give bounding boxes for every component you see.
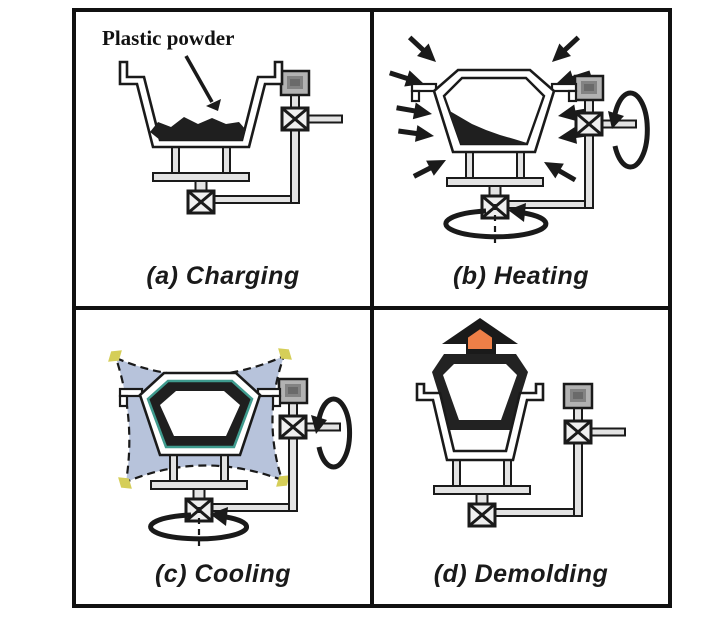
spindle-rotation-arrow-icon — [148, 507, 250, 549]
mold-stand — [153, 147, 299, 213]
panel-b-caption: (b) Heating — [452, 262, 590, 290]
plastic-powder-heap — [448, 110, 527, 144]
open-mold — [415, 382, 545, 462]
eject-arrow-icon — [442, 318, 518, 356]
plastic-powder-heap — [150, 117, 246, 140]
swing-arm — [564, 384, 625, 516]
molded-part — [432, 354, 528, 430]
closed-mold — [410, 68, 578, 154]
spindle-rotation-arrow-icon — [443, 203, 549, 246]
arm-rotation-arrow-icon — [608, 90, 650, 170]
mold-stand — [434, 460, 580, 526]
closed-mold-with-part — [118, 371, 282, 457]
panel-a-caption: (a) Charging — [146, 262, 300, 290]
panel-d-caption: (d) Demolding — [433, 560, 609, 588]
pointer-arrow-icon — [184, 55, 221, 111]
swing-arm — [281, 71, 342, 203]
part-cavity — [160, 391, 240, 436]
arm-rotation-arrow-icon — [311, 396, 353, 470]
panel-cooling: (c) Cooling — [76, 310, 370, 604]
panel-demolding: (d) Demolding — [374, 310, 668, 604]
panel-charging: Plastic powder (a) Charging — [76, 12, 370, 306]
part-top-marker — [466, 326, 494, 351]
open-mold — [118, 60, 284, 149]
panel-c-caption: (c) Cooling — [154, 560, 292, 588]
panel-heating: (b) Heating — [374, 12, 668, 306]
plastic-powder-label: Plastic powder — [102, 26, 235, 50]
figure-grid: Plastic powder (a) Charging — [72, 8, 672, 608]
